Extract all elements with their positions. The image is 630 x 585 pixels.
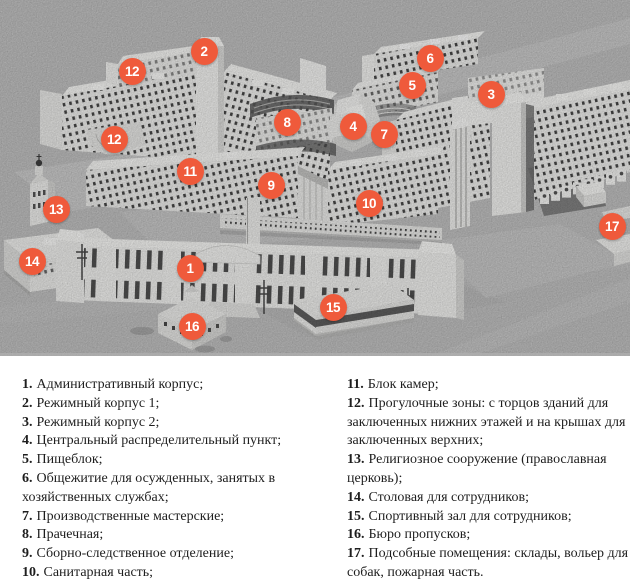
- map-marker-number: 1: [186, 260, 194, 276]
- legend-item: 11.Блок камер;: [347, 376, 630, 395]
- legend-item: 3.Режимный корпус 2;: [22, 414, 326, 433]
- legend-item: 17.Подсобные помещения: склады, вольер д…: [347, 545, 630, 583]
- map-marker: 5: [398, 71, 426, 99]
- legend-item-number: 4.: [22, 433, 33, 449]
- legend-item-number: 2.: [22, 395, 33, 411]
- legend-item-number: 13.: [347, 452, 365, 468]
- legend-item: 12.Прогулочные зоны: с торцов зданий для…: [347, 395, 630, 451]
- map-marker-number: 16: [184, 318, 200, 334]
- map-marker: 11: [176, 157, 204, 185]
- legend-item: 10.Санитарная часть;: [22, 564, 326, 583]
- map-marker: 15: [319, 293, 347, 321]
- map-marker-number: 4: [349, 118, 357, 134]
- legend-item-text: Блок камер;: [367, 377, 439, 392]
- map-marker: 7: [370, 120, 398, 148]
- legend-item-text: Столовая для сотрудников;: [368, 489, 529, 505]
- legend-item: 1.Административный корпус;: [22, 376, 326, 395]
- legend-item-text: Режимный корпус 2;: [36, 414, 160, 430]
- legend-item: 8.Прачечная;: [22, 526, 326, 545]
- legend-item: 15.Спортивный зал для сотрудников;: [347, 508, 630, 527]
- legend-item-text: Санитарная часть;: [43, 564, 154, 580]
- legend-item-text: Центральный распределительный пункт;: [36, 433, 282, 449]
- legend-item-number: 17.: [347, 546, 365, 562]
- legend-item-text: Прачечная;: [36, 527, 104, 543]
- legend-column-left: 1.Административный корпус;2.Режимный кор…: [22, 376, 326, 581]
- legend-item-text: Производственные мастерские;: [36, 508, 225, 524]
- legend-item-number: 5.: [22, 452, 33, 468]
- map-marker: 14: [18, 247, 46, 275]
- legend-item-number: 12.: [347, 395, 365, 411]
- legend-item-text: Сборно-следственное отделение;: [36, 546, 234, 562]
- legend-item: 5.Пищеблок;: [22, 451, 326, 470]
- map-marker-number: 6: [426, 50, 434, 66]
- legend-item: 6.Общежитие для осужденных, занятых в хо…: [22, 470, 326, 508]
- legend-column-right: 11.Блок камер;12.Прогулочные зоны: с тор…: [347, 376, 630, 581]
- legend-item-number: 14.: [347, 489, 365, 505]
- map-marker-number: 5: [408, 77, 416, 93]
- legend-item: 4.Центральный распределительный пункт;: [22, 432, 326, 451]
- legend-item-text: Прогулочные зоны: с торцов зданий для за…: [347, 395, 626, 449]
- map-marker-number: 12: [106, 131, 122, 147]
- legend-item-number: 15.: [347, 508, 365, 524]
- legend-item: 16.Бюро пропусков;: [347, 526, 630, 545]
- map-marker-number: 9: [267, 177, 275, 193]
- map-marker-number: 10: [361, 195, 377, 211]
- legend: 1.Административный корпус;2.Режимный кор…: [0, 356, 630, 585]
- legend-item: 9.Сборно-следственное отделение;: [22, 545, 326, 564]
- map-marker-number: 8: [283, 114, 291, 130]
- legend-item-number: 3.: [22, 414, 33, 430]
- map-marker: 17: [598, 212, 626, 240]
- map-marker: 13: [42, 195, 70, 223]
- map-marker-number: 7: [380, 126, 388, 142]
- legend-item-text: Режимный корпус 1;: [36, 395, 160, 411]
- legend-item-number: 1.: [22, 377, 33, 392]
- legend-item-number: 7.: [22, 508, 33, 524]
- legend-item-text: Спортивный зал для сотрудников;: [368, 508, 572, 524]
- map-marker-number: 13: [48, 201, 64, 217]
- map-bottom-edge: [0, 353, 630, 356]
- map-marker: 8: [273, 108, 301, 136]
- legend-item-text: Религиозное сооружение (православная цер…: [347, 452, 607, 486]
- map-marker: 10: [355, 189, 383, 217]
- legend-item: 14.Столовая для сотрудников;: [347, 489, 630, 508]
- legend-item-number: 8.: [22, 527, 33, 543]
- map-marker: 9: [257, 171, 285, 199]
- map-marker: 2: [190, 37, 218, 65]
- legend-item-text: Административный корпус;: [36, 377, 204, 392]
- noise-texture: [0, 0, 630, 356]
- map-marker-number: 3: [487, 86, 495, 102]
- legend-item: 13.Религиозное сооружение (православная …: [347, 451, 630, 489]
- map-marker: 12: [118, 57, 146, 85]
- legend-item-text: Пищеблок;: [36, 452, 103, 468]
- legend-item-number: 16.: [347, 527, 365, 543]
- map-marker: 1: [176, 254, 204, 282]
- map-marker-number: 11: [183, 163, 197, 179]
- map-marker-number: 14: [24, 253, 40, 269]
- legend-item: 2.Режимный корпус 1;: [22, 395, 326, 414]
- map-marker-number: 15: [325, 299, 341, 315]
- legend-item-number: 11.: [347, 377, 364, 392]
- map-marker: 3: [477, 80, 505, 108]
- legend-item-number: 6.: [22, 470, 33, 486]
- site-plan-illustration: [0, 0, 630, 356]
- legend-item-number: 9.: [22, 546, 33, 562]
- map-marker: 6: [416, 44, 444, 72]
- legend-item-text: Общежитие для осужденных, занятых в хозя…: [22, 470, 276, 505]
- map-marker-number: 17: [604, 218, 620, 234]
- legend-item-text: Бюро пропусков;: [368, 527, 471, 543]
- map-marker: 16: [178, 312, 206, 340]
- legend-item-number: 10.: [22, 564, 40, 580]
- map-marker: 4: [339, 112, 367, 140]
- map-marker-number: 2: [200, 43, 208, 59]
- legend-item-text: Подсобные помещения: склады, вольер для …: [347, 546, 629, 580]
- map-marker-number: 12: [124, 63, 140, 79]
- legend-item: 7.Производственные мастерские;: [22, 508, 326, 527]
- map-marker: 12: [100, 125, 128, 153]
